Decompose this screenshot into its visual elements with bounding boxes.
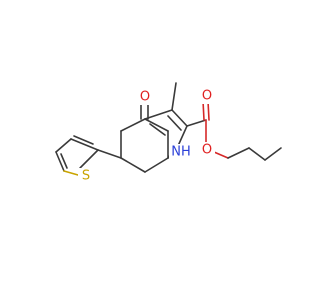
bond-th-c2-c3: [70, 138, 99, 151]
bond-butyl-2: [248, 147, 266, 161]
bond-th-c2-c3-inner: [73, 135, 94, 145]
bond-th-c3-c4: [55, 138, 72, 153]
bond-butyl-1: [227, 147, 250, 159]
bond-c6-thienyl: [97, 149, 122, 159]
bond-ester-double-a: [202, 100, 205, 121]
bond-ester-double-b: [207, 100, 210, 121]
thiophene-sulfur-bg: [78, 168, 93, 184]
thiophene-sulfur-label: S: [82, 169, 90, 184]
bond-c3a-c7a-inner: [149, 123, 166, 136]
ester-ether-oxygen-bg: [199, 142, 215, 158]
bond-c2-carbonyl: [186, 119, 207, 127]
bond-c3a-c3: [144, 109, 173, 120]
atom-label-layer: O O O NH S: [78, 88, 215, 184]
bond-methyl: [171, 82, 177, 111]
ester-carbonyl-oxygen-bg: [199, 88, 215, 104]
bond-c5-c6: [120, 157, 146, 173]
ester-ether-oxygen-label: O: [202, 143, 212, 158]
bond-ether-ch2: [213, 151, 229, 159]
molecule-structure-diagram: O O O NH S: [55, 82, 282, 184]
bond-layer: [55, 82, 282, 176]
ester-carbonyl-oxygen-label: O: [202, 89, 212, 104]
bond-c2-n1: [177, 125, 188, 147]
bond-c6-c7: [144, 157, 169, 173]
bond-c4-c3a: [120, 118, 146, 132]
bond-c7a-c3a: [144, 118, 169, 132]
ring-nitrogen-bg: [169, 144, 191, 160]
bond-th-c5-s: [63, 170, 79, 176]
ketone-oxygen-bg: [137, 89, 153, 105]
bond-th-c4-c5-inner: [60, 153, 68, 169]
bond-th-c4-c5: [55, 151, 65, 172]
ring-nitrogen-label: NH: [171, 145, 191, 160]
bond-butyl-3: [264, 147, 282, 161]
ketone-oxygen-label: O: [140, 90, 150, 105]
bond-c3-c2: [171, 109, 188, 127]
bond-th-c2-s: [79, 149, 99, 169]
bond-c3-c2-inner: [167, 115, 182, 131]
